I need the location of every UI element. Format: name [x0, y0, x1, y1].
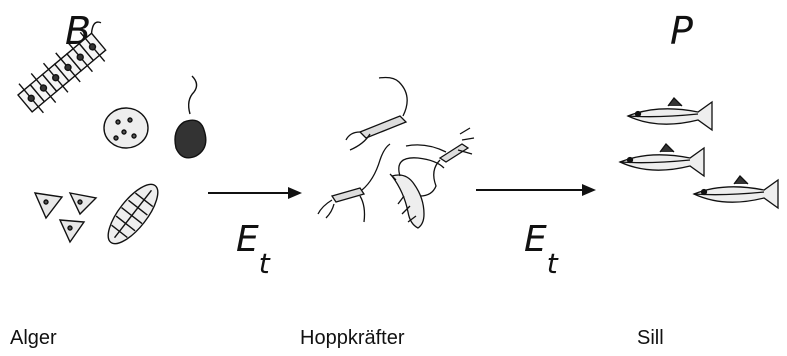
transfer-letter: E — [236, 219, 259, 260]
algae-drawing — [17, 21, 207, 245]
transfer-efficiency-2: Et — [524, 219, 558, 278]
herring-drawing — [618, 97, 779, 210]
transfer-subscript: t — [258, 247, 270, 280]
arrow-right-icon — [476, 184, 596, 196]
label-herring: Sill — [637, 327, 664, 349]
label-algae: Alger — [10, 327, 57, 349]
transfer-letter: E — [524, 219, 547, 260]
production-symbol: P — [670, 9, 693, 53]
copepod-drawing — [317, 76, 475, 229]
transfer-efficiency-1: Et — [236, 219, 270, 278]
label-copepods: Hoppkräfter — [300, 327, 405, 349]
arrow-right-icon — [208, 187, 302, 199]
transfer-subscript: t — [546, 247, 558, 280]
